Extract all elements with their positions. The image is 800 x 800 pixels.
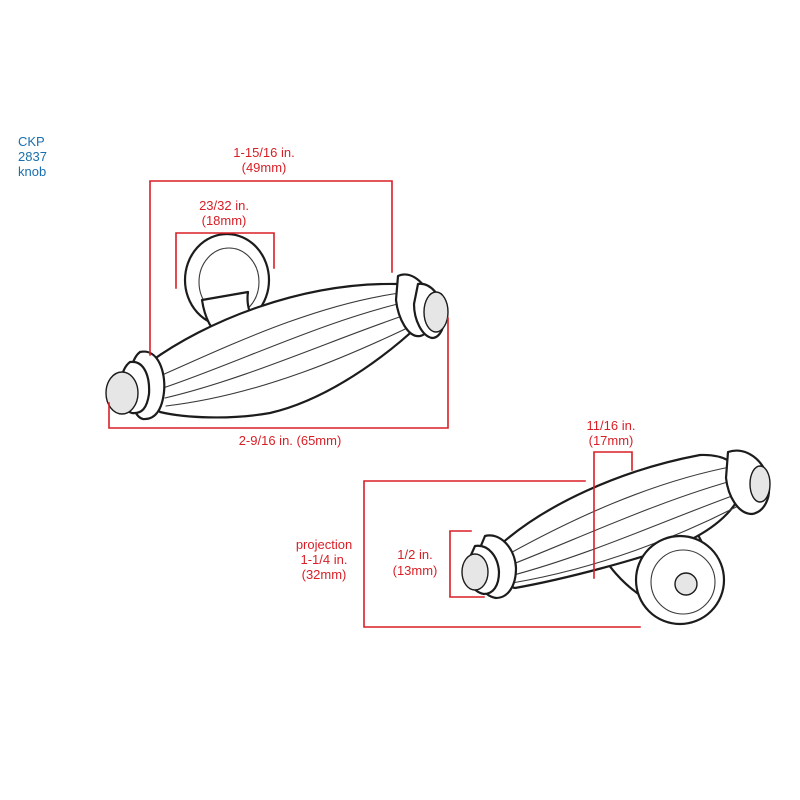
flute-line (162, 299, 416, 389)
title-line-3: knob (18, 164, 46, 179)
projection-bracket (363, 480, 641, 628)
title-line-2: 2837 (18, 149, 47, 164)
base-width-bracket (175, 232, 275, 289)
total-length-label: 2-9/16 in. (65mm) (239, 433, 342, 448)
flute-line (164, 309, 421, 399)
side-fluted-body (494, 453, 747, 590)
fluted-body (146, 282, 430, 419)
side-view-dimensions: 11/16 in. (17mm) projection 1-1/4 in. (3… (296, 418, 641, 628)
overall-width-bracket (149, 180, 393, 356)
side-left-end-dome (461, 553, 489, 591)
side-right-end-dome (749, 465, 771, 503)
end-height-bracket (449, 530, 485, 598)
top-view-knob-drawing (105, 232, 449, 421)
projection-label-1: projection (296, 537, 352, 552)
top-view-dimensions: 1-15/16 in. (49mm) 23/32 in. (18mm) 2-9/… (108, 145, 449, 448)
projection-label-2: 1-1/4 in. (301, 552, 348, 567)
product-title: CKP 2837 knob (18, 134, 47, 179)
total-length-bracket (108, 317, 449, 429)
side-view-knob-drawing (461, 449, 771, 626)
center-width-label-2: (17mm) (589, 433, 634, 448)
projection-label-3: (32mm) (302, 567, 347, 582)
right-end-dome (423, 291, 449, 333)
end-height-label-1: 1/2 in. (397, 547, 432, 562)
end-height-label-2: (13mm) (393, 563, 438, 578)
side-flute-line (511, 504, 741, 584)
screw-hole (674, 572, 698, 596)
flute-line (165, 319, 425, 407)
overall-width-label-1: 1-15/16 in. (233, 145, 294, 160)
title-line-1: CKP (18, 134, 45, 149)
base-width-label-1: 23/32 in. (199, 198, 249, 213)
center-width-label-1: 11/16 in. (587, 418, 636, 433)
side-base-inner-ring (650, 549, 716, 615)
side-flute-line (507, 477, 743, 567)
center-width-bracket (593, 451, 633, 579)
overall-width-label-2: (49mm) (242, 160, 287, 175)
flute-line (159, 291, 409, 377)
side-flute-line (504, 465, 736, 557)
left-end-dome (105, 371, 139, 415)
side-flute-line (509, 491, 744, 577)
base-width-label-2: (18mm) (202, 213, 247, 228)
